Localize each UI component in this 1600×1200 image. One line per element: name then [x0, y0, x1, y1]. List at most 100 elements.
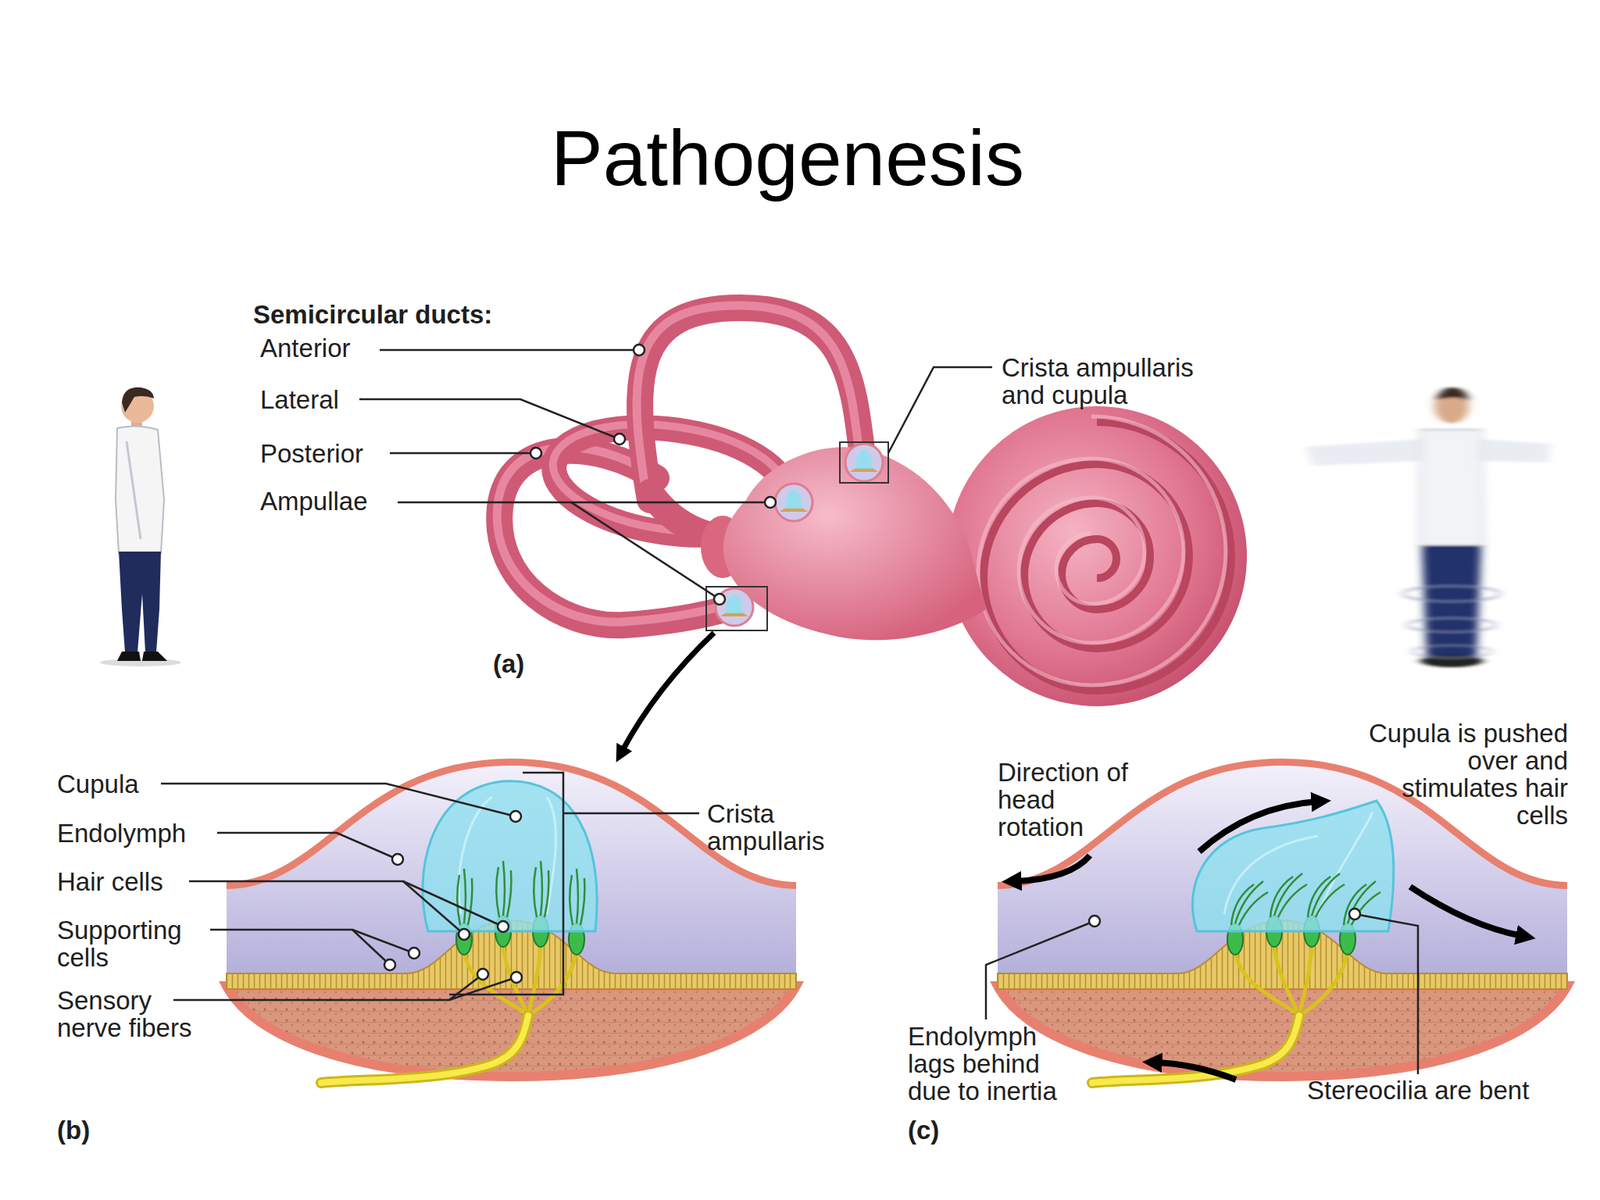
standing-person	[100, 658, 182, 667]
leader-line	[210, 929, 390, 965]
motion-arrow	[1156, 1062, 1236, 1080]
leader-line	[985, 921, 1095, 1020]
leader-end	[1089, 908, 1361, 927]
leader-line	[563, 812, 700, 815]
leader-end	[714, 593, 725, 605]
leader-line	[160, 772, 700, 1000]
ampulla	[785, 489, 803, 509]
stereocilia	[507, 870, 511, 918]
ampulla-section	[1235, 881, 1264, 924]
motion-arrow	[1199, 801, 1318, 852]
leader-line	[389, 452, 536, 455]
leader-end	[530, 447, 542, 459]
part-label: Crista ampullaris and cupula	[1001, 353, 1225, 409]
spinning-person	[1306, 387, 1551, 668]
inner-ear	[496, 305, 1247, 707]
panel-letter: (a)	[492, 650, 525, 678]
stereocilia	[580, 878, 585, 925]
stereocilia	[464, 868, 466, 924]
leader-end	[497, 921, 509, 933]
leader-line	[571, 502, 720, 600]
motion-arrow	[1015, 855, 1090, 882]
detail-box	[839, 442, 889, 483]
standing-person	[142, 651, 168, 661]
ampulla-section	[528, 951, 577, 1016]
part-label: Supporting cells	[57, 916, 213, 972]
ampulla	[726, 594, 743, 614]
standing-person	[117, 651, 141, 661]
stereocilia	[533, 867, 537, 918]
heading-label: Semicircular ducts:	[253, 300, 493, 329]
ampulla-section	[1311, 873, 1340, 916]
ampulla	[845, 443, 883, 482]
leader-line	[449, 977, 517, 1000]
ampulla-section	[1239, 892, 1268, 925]
annotation: Endolymph lags behind due to inertia	[907, 1022, 1073, 1105]
ampulla-section	[1274, 873, 1303, 916]
spinning-person	[1435, 387, 1469, 402]
ampulla-section	[321, 1015, 529, 1083]
panel-letter: (c)	[907, 1116, 940, 1144]
panel-letter: (b)	[57, 1116, 90, 1144]
stereocilia	[503, 860, 505, 916]
ampulla-section	[528, 945, 541, 1016]
leader-end	[458, 928, 470, 940]
annotation: Direction of head rotation	[997, 758, 1136, 841]
leader-line	[985, 914, 1418, 1075]
standing-person	[118, 551, 161, 653]
spinning-person	[1476, 439, 1551, 463]
part-label: Cupula	[57, 770, 140, 798]
part-label: Lateral	[260, 385, 340, 414]
leader-end	[1089, 915, 1100, 927]
ampulla-section	[1192, 800, 1393, 932]
cochlea	[946, 406, 1247, 707]
leader-end	[530, 344, 776, 605]
leader-line	[217, 832, 398, 860]
ampulla	[845, 443, 883, 482]
leader-end	[510, 971, 522, 983]
leader-line	[397, 501, 771, 504]
ampulla	[856, 450, 873, 469]
standing-person	[121, 387, 154, 413]
stereocilia	[576, 868, 579, 924]
ampulla	[775, 483, 813, 522]
ampulla-section	[1315, 884, 1345, 918]
leader-end	[1349, 908, 1361, 920]
spinning-person	[1403, 585, 1500, 602]
part-label: Anterior	[260, 334, 351, 362]
slide-title: Pathogenesis	[0, 110, 1575, 205]
annotation: Cupula is pushed over and stimulates hai…	[1363, 719, 1568, 829]
motion-arrow	[1015, 801, 1522, 1080]
leader-end	[614, 433, 625, 445]
ampulla-section	[1278, 884, 1308, 918]
leader-end	[384, 959, 396, 971]
standing-person	[115, 425, 165, 554]
ampulla-section	[1231, 873, 1381, 925]
leader-line	[449, 772, 564, 995]
stereocilia	[569, 875, 573, 925]
zoom-arrow	[621, 632, 715, 752]
spinning-person	[1412, 645, 1491, 658]
cupula	[458, 796, 493, 915]
motion-arrow	[1410, 886, 1522, 936]
leader-end	[633, 344, 645, 356]
spinning-person	[1407, 617, 1496, 633]
leader-line	[160, 783, 516, 817]
leader-end	[510, 810, 522, 822]
leader-end	[477, 968, 489, 980]
spinning-person	[1418, 429, 1485, 547]
leader-line	[1354, 914, 1418, 1075]
ampulla-section	[321, 1015, 529, 1083]
part-label: Endolymph	[57, 819, 186, 847]
leader-end	[764, 496, 776, 508]
part-label: Ampullae	[260, 487, 368, 515]
leader-line	[379, 349, 640, 352]
leader-line	[359, 350, 993, 600]
cupula	[422, 781, 597, 932]
leader-line	[888, 367, 993, 454]
leader-end	[392, 853, 404, 865]
leader-line	[173, 974, 483, 1000]
part-label: Crista ampullaris	[707, 800, 850, 855]
stereocilia	[544, 870, 549, 918]
ampulla	[775, 483, 813, 522]
